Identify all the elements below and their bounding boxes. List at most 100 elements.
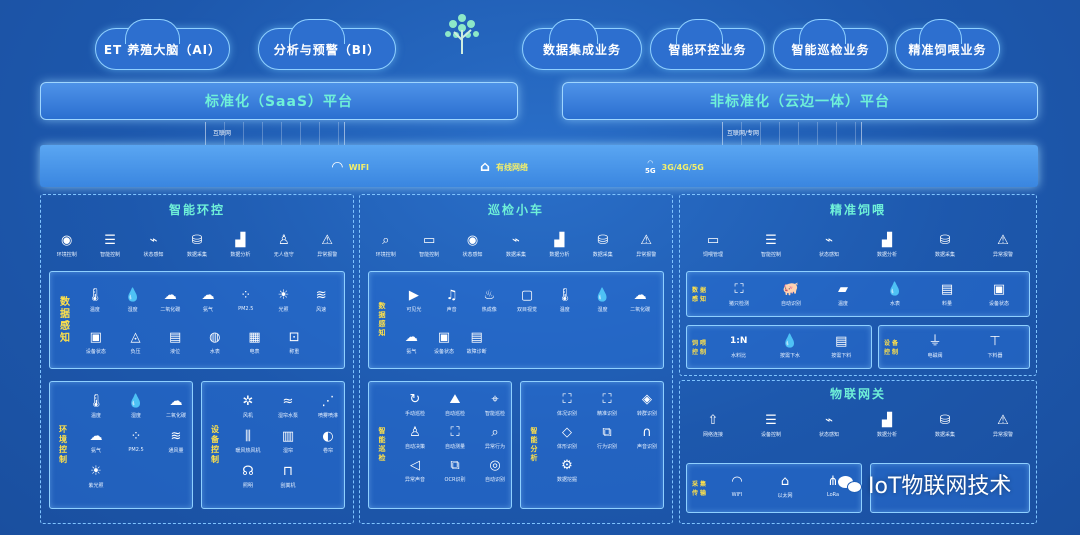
headset-icon: ∩: [642, 424, 652, 440]
scan-icon: ⛶: [734, 281, 744, 297]
insp-top-row: ⌕环境控制 ▭智能控制 ◉状态感知 ⌁数据采集 ▟数据分析 ⛁数据采集 ⚠异常报…: [364, 231, 668, 259]
list-item: ◬负压: [116, 328, 156, 356]
wave-icon: ≈: [282, 393, 294, 409]
lora-icon: ⋔: [827, 473, 839, 489]
env-sense-box: 数据感知 🌡温度 💧湿度 ☁二氧化碳 ☁氨气 ⁘PM2.5 ☀光照 ≋风速 ▣设…: [49, 271, 345, 369]
list-item: ⁘PM2.5: [238, 287, 254, 313]
feed-bag-icon: ▤: [940, 281, 954, 297]
warning-icon: ⚠: [997, 232, 1009, 248]
panel-title: 巡检小车: [487, 203, 544, 217]
device-control-grid: ✲风机 ≈湿帘水泵 ⋰喷雾喷淋 ⫼暖风热风机 ▥湿帘 ◐卷帘 ☊照明 ⊓刮粪机: [228, 392, 340, 490]
droplet-icon: 💧: [594, 287, 611, 303]
list-item: ⌁状态感知: [818, 232, 839, 259]
list-item: ▟数据分析: [876, 412, 897, 439]
list-item: ⚙数据挖掘: [556, 457, 577, 484]
list-item: ⚠异常报警: [992, 232, 1013, 259]
pig-icon: ▰: [838, 281, 848, 297]
list-item: ☁二氧化碳: [165, 393, 186, 420]
cloud-icon: ☁: [169, 393, 183, 409]
3d-icon: ▢: [520, 287, 534, 303]
cloud-env-control: 智能环控业务: [650, 19, 765, 70]
camera-icon: ▶: [408, 287, 419, 303]
diagnose-icon: ▤: [470, 329, 483, 345]
pin-icon: ⌖: [491, 391, 499, 407]
list-item: 💧水表: [886, 281, 904, 308]
sliders-icon: ☰: [765, 412, 777, 428]
spray-icon: ⋰: [321, 393, 335, 409]
heater-icon: ⫼: [245, 428, 251, 444]
list-item: ▢双目视觉: [517, 287, 538, 314]
wifi-network: ◠WIFI: [332, 159, 370, 175]
gateway-acq-box: 采集传输 ◠WIFI ⌂以太网 ⋔LoRa: [686, 463, 862, 513]
section-title: 数据感知: [378, 302, 386, 338]
list-item: ⌕异常行为: [484, 424, 505, 451]
droplet-icon: 💧: [127, 393, 145, 409]
list-item: ☁氨气: [395, 328, 428, 356]
list-item: ↻手动巡检: [404, 391, 425, 418]
list-item: ▣设备状态: [988, 281, 1009, 308]
target-icon: ◎: [489, 457, 501, 473]
list-item: ◐卷帘: [308, 427, 348, 455]
gateway-row: ⇧网络连接 ☰设备控制 ⌁状态感知 ▟数据分析 ⛁数据采集 ⚠异常报警: [684, 411, 1032, 439]
search-icon: ⌕: [491, 424, 499, 440]
list-item: ⏚电磁阀: [927, 333, 943, 360]
wifi-icon: ◠: [332, 159, 343, 175]
section-title: 智能巡检: [378, 427, 386, 463]
list-item: ☰智能控制: [760, 232, 781, 259]
list-item: ⛶自动测量: [444, 424, 465, 451]
list-item: ♨热成像: [481, 287, 497, 314]
pulse-icon: ⌁: [825, 412, 833, 428]
list-item: 💧湿度: [124, 287, 141, 314]
panel-title: 物联网关: [829, 387, 886, 401]
list-item: ◁异常声音: [404, 457, 425, 484]
thermometer-icon: 🌡: [87, 393, 105, 409]
panel-title: 智能环控: [168, 203, 225, 217]
list-item: ∩声音识别: [636, 424, 657, 451]
cloud-data-integration: 数据集成业务: [522, 19, 642, 70]
list-item: ☀光照: [265, 286, 303, 314]
list-item: ≋风速: [302, 286, 340, 314]
env-control-box: 环境控制 🌡温度 💧湿度 ☁二氧化碳 ☁氨气 ⁘PM2.5 ≋通风量 ☀紫光照: [49, 381, 193, 509]
section-title: 数据感知: [691, 287, 708, 303]
cube-icon: ◈: [642, 391, 652, 407]
list-item: ⇧网络连接: [702, 412, 723, 439]
list-item: 🐖自动识别: [780, 281, 801, 308]
lamp-icon: ☊: [242, 463, 254, 479]
cube-icon: ◇: [562, 424, 572, 440]
section-title: 设备控制: [210, 425, 220, 465]
list-item: ⊓刮粪机: [280, 463, 296, 490]
globe-icon: ◉: [466, 232, 479, 248]
pig-icon: 🐖: [782, 281, 800, 297]
pulse-icon: ⌁: [512, 232, 520, 248]
monitor-icon: ◉: [61, 232, 73, 248]
list-item: 💧湿度: [127, 393, 145, 420]
env-sense-row2: ▣设备状态 ◬负压 ▤液位 ◍水表 ▦电表 ⊡称重: [76, 328, 314, 356]
list-item: ☁二氧化碳: [630, 287, 651, 314]
list-item: ♙自动决策: [404, 424, 425, 451]
list-item: ⌖智能巡检: [484, 391, 505, 418]
wechat-icon: [838, 474, 862, 494]
list-item: ⛁数据采集: [934, 232, 955, 259]
panel-inspection: 巡检小车 ⌕环境控制 ▭智能控制 ◉状态感知 ⌁数据采集 ▟数据分析 ⛁数据采集…: [359, 194, 673, 524]
list-item: ⚠异常报警: [317, 232, 338, 259]
database-icon: ⛁: [597, 232, 609, 248]
watermark-text: IoT物联网技术: [868, 474, 1012, 499]
link-label-private: 互联网/专网: [727, 130, 760, 137]
insp-sense-box: 数据感知 ▶可见光 ♫声音 ♨热成像 ▢双目视觉 🌡温度 💧湿度 ☁二氧化碳 ☁…: [368, 271, 664, 369]
saas-platform: 标准化（SaaS）平台: [40, 82, 518, 120]
sun-icon: ☀: [90, 463, 102, 479]
upload-icon: ⇧: [707, 412, 719, 428]
monitor-icon: ▭: [422, 232, 436, 248]
warning-icon: ⚠: [640, 232, 653, 248]
list-item: ◇体形识别: [556, 424, 577, 451]
scale-icon: ⊡: [288, 329, 300, 345]
list-item: ☀紫光照: [88, 463, 104, 490]
cloud-feeding: 精准饲喂业务: [895, 19, 1000, 70]
list-item: 💧湿度: [594, 287, 611, 314]
list-item: ◉环境控制: [56, 232, 77, 259]
list-item: ☊照明: [228, 462, 268, 490]
list-item: ▟数据分析: [230, 232, 251, 259]
list-item: ☰设备控制: [760, 412, 781, 439]
